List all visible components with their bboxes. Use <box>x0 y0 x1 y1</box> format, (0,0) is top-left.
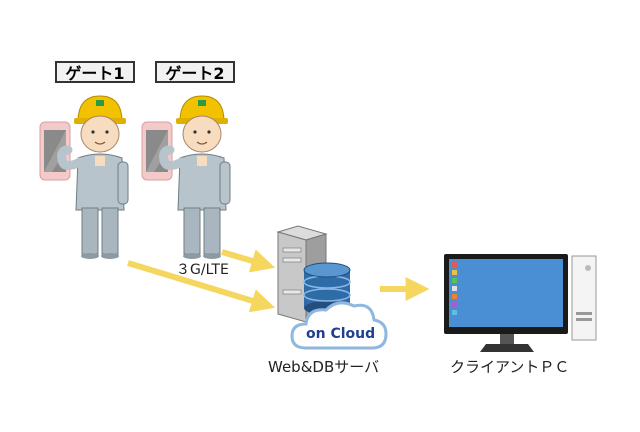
client-pc-icon <box>444 254 597 352</box>
arrow-gate2-to-server <box>221 249 276 273</box>
cloud-label: on Cloud <box>306 326 376 342</box>
gate-1-badge: ゲート1 <box>55 61 135 83</box>
worker-2-icon <box>141 95 231 259</box>
arrow-gate1-to-server <box>127 260 276 313</box>
cloud-icon <box>290 301 388 350</box>
network-label: ３G/LTE <box>176 262 229 278</box>
server-caption: Web&DBサーバ <box>268 358 380 376</box>
client-caption: クライアントＰＣ <box>450 358 570 376</box>
worker-1-icon <box>39 95 129 259</box>
gate-2-badge: ゲート2 <box>155 61 235 83</box>
